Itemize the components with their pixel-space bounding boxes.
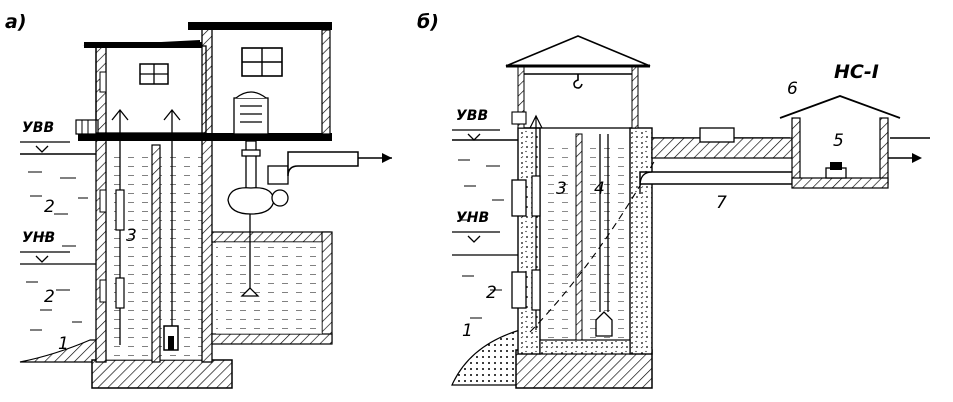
panel-a-label: а): [5, 11, 27, 33]
svg-text:УНВ: УНВ: [22, 230, 55, 246]
intake-wall-right: [201, 27, 213, 363]
label-b-3: 3: [556, 179, 567, 199]
label-b-7: 7: [716, 193, 727, 213]
panel-a: а): [5, 11, 392, 389]
panel-b: б): [417, 11, 930, 389]
service-deck-a: [78, 133, 332, 141]
level-uvv-a: УВВ: [20, 120, 70, 153]
crane-hook: [573, 74, 583, 89]
shore: [19, 339, 97, 363]
well-wall-left-b: [517, 127, 541, 355]
svg-text:УВВ: УВВ: [22, 120, 54, 136]
label-b-6: 6: [787, 79, 798, 99]
label-a-3: 3: [126, 226, 137, 246]
discharge-pipe-a: [287, 151, 359, 177]
level-unv-a: УНВ: [20, 230, 70, 263]
level-uvv-b: УВВ: [452, 108, 500, 141]
label-a-2-lower: 2: [44, 287, 55, 307]
label-b-2: 2: [486, 283, 497, 303]
gravity-pipe-7: [639, 171, 795, 194]
pump-house-roof-a: [188, 22, 332, 30]
station-title: НС-I: [834, 61, 879, 83]
reservoir-water: [20, 153, 98, 331]
label-a-2-upper: 2: [44, 197, 55, 217]
roof-b: [505, 35, 651, 67]
label-a-1: 1: [58, 334, 69, 354]
svg-text:УНВ: УНВ: [456, 210, 489, 226]
label-b-1: 1: [462, 321, 473, 341]
svg-text:УВВ: УВВ: [456, 108, 488, 124]
well-wall-right-b: [629, 127, 653, 355]
panel-b-label: б): [417, 11, 439, 33]
pump-station-ns1: [779, 95, 901, 189]
level-unv-b: УНВ: [452, 210, 500, 243]
suction-pipe-b: [595, 134, 613, 337]
label-b-5: 5: [833, 131, 844, 151]
label-b-4: 4: [594, 179, 605, 199]
foundation-a: [91, 359, 233, 389]
foundation-b: [515, 349, 653, 389]
vertical-pump: [227, 91, 289, 297]
